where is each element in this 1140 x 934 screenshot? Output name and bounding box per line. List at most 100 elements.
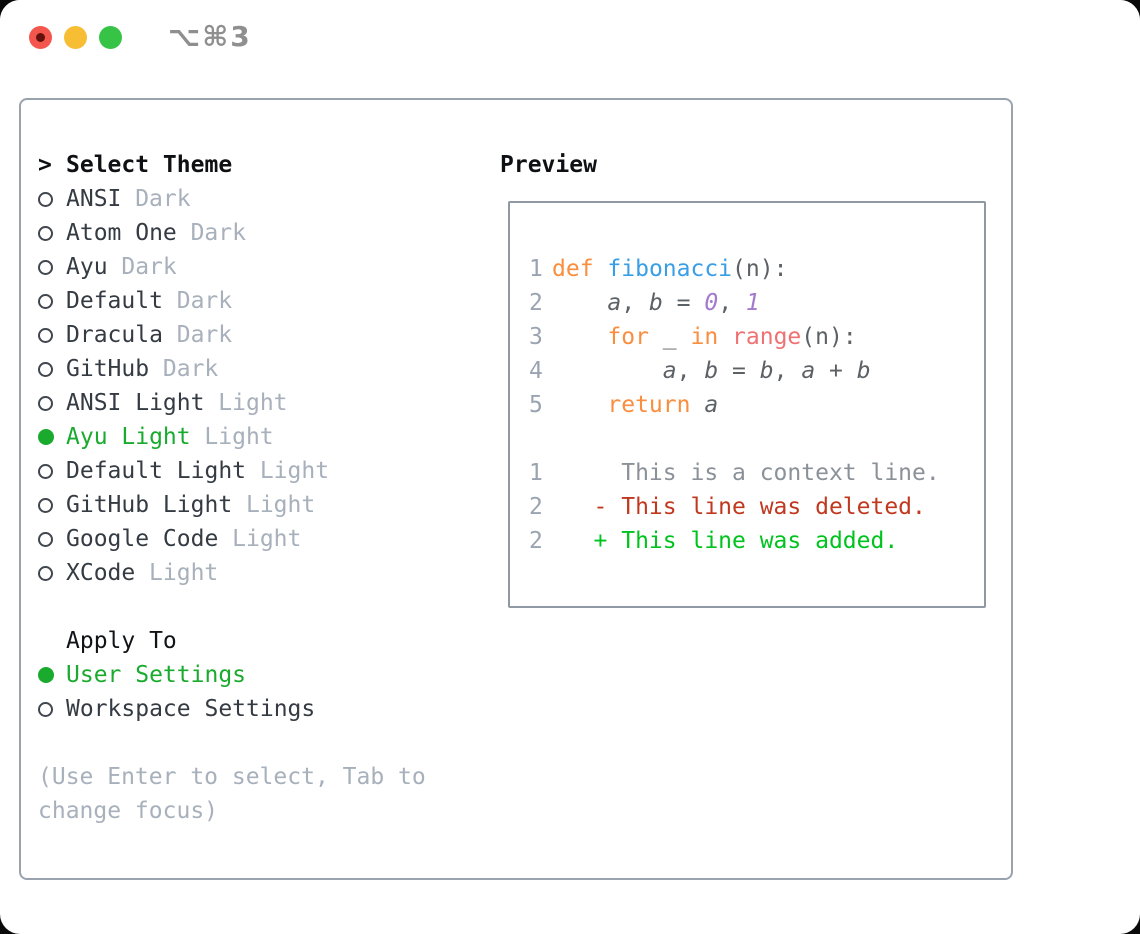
apply-to-option-label: User Settings	[66, 662, 247, 688]
code-token: 0	[704, 290, 719, 316]
code-token	[552, 290, 607, 316]
apply-to-option[interactable]: Workspace Settings	[38, 692, 315, 726]
code-token: + This line was added.	[593, 528, 899, 554]
apply-to-option[interactable]: User Settings	[38, 658, 315, 692]
line-number: 2	[529, 290, 543, 316]
code-token: a	[801, 358, 816, 384]
radio-unselected-icon	[38, 531, 66, 547]
code-line: 4 a, b = b, a + b	[529, 354, 984, 388]
radio-unselected-icon	[38, 701, 66, 717]
code-line: 1 This is a context line.	[529, 456, 984, 490]
theme-option-name: ANSI	[66, 186, 122, 212]
radio-unselected-icon	[38, 327, 66, 343]
theme-option[interactable]: Google Code Light	[38, 522, 329, 556]
code-token	[552, 528, 594, 554]
theme-option[interactable]: Ayu Light Light	[38, 420, 329, 454]
code-line: 3 for _ in range(n):	[529, 320, 984, 354]
radio-unselected-icon	[38, 395, 66, 411]
theme-option[interactable]: GitHub Dark	[38, 352, 329, 386]
theme-option[interactable]: Default Light Light	[38, 454, 329, 488]
code-token: for	[607, 324, 649, 350]
code-token: ,	[621, 290, 649, 316]
line-number: 5	[529, 392, 543, 418]
theme-option[interactable]: ANSI Dark	[38, 182, 329, 216]
apply-to-option-label: Workspace Settings	[66, 696, 316, 722]
code-line: 2 - This line was deleted.	[529, 490, 984, 524]
code-token	[594, 256, 608, 282]
code-line: 2 a, b = 0, 1	[529, 286, 984, 320]
theme-option-name: Dracula	[66, 322, 163, 348]
keyboard-hint: (Use Enter to select, Tab to change focu…	[38, 764, 426, 824]
theme-option-name: Ayu	[66, 254, 108, 280]
line-number: 1	[529, 460, 543, 486]
theme-option-variant: Dark	[176, 322, 233, 348]
code-token: (n):	[732, 256, 788, 282]
code-line	[529, 422, 984, 456]
code-token: 1	[745, 290, 760, 316]
theme-list-title: Select Theme	[66, 152, 233, 178]
code-token: fibonacci	[607, 256, 733, 282]
line-number: 3	[529, 324, 543, 350]
radio-unselected-icon	[38, 497, 66, 513]
zoom-button[interactable]	[99, 26, 122, 49]
radio-selected-icon	[38, 429, 66, 445]
code-token: (n):	[801, 324, 857, 350]
theme-list-header: > Select Theme	[38, 148, 329, 182]
close-button[interactable]	[29, 26, 52, 49]
radio-unselected-icon	[38, 463, 66, 479]
radio-unselected-icon	[38, 361, 66, 377]
theme-option-name: GitHub Light	[66, 492, 233, 518]
minimize-button[interactable]	[64, 26, 87, 49]
theme-option-variant: Light	[259, 458, 330, 484]
code-token	[552, 494, 594, 520]
code-token: This is a context line.	[552, 460, 940, 486]
theme-option-name: Ayu Light	[66, 424, 191, 450]
code-token: b	[704, 358, 719, 384]
code-token	[690, 392, 704, 418]
preview-header-row: Preview	[500, 148, 597, 182]
theme-option-name: GitHub	[66, 356, 150, 382]
apply-to-header-row: Apply To	[38, 624, 315, 658]
theme-option-name: Default Light	[66, 458, 247, 484]
theme-option-variant: Dark	[190, 220, 246, 246]
radio-unselected-icon	[38, 191, 66, 207]
theme-option-variant: Light	[204, 424, 274, 450]
line-number: 1	[529, 256, 543, 282]
theme-option-name: Google Code	[66, 526, 219, 552]
code-token: b	[759, 358, 774, 384]
code-token	[552, 358, 663, 384]
theme-option-variant: Light	[232, 526, 302, 552]
code-line: 2 + This line was added.	[529, 524, 984, 558]
theme-option[interactable]: Dracula Dark	[38, 318, 329, 352]
theme-option-variant: Dark	[135, 186, 191, 212]
apply-to-title: Apply To	[66, 628, 177, 654]
line-number: 2	[529, 494, 543, 520]
theme-option-name: Default	[66, 288, 163, 314]
theme-option-variant: Dark	[162, 356, 219, 382]
code-token: - This line was deleted.	[593, 494, 926, 520]
preview-title: Preview	[500, 152, 597, 178]
code-token	[552, 392, 607, 418]
code-token: a	[662, 358, 677, 384]
line-number: 4	[529, 358, 543, 384]
code-token: return	[607, 392, 691, 418]
radio-unselected-icon	[38, 293, 66, 309]
theme-option[interactable]: Ayu Dark	[38, 250, 329, 284]
traffic-lights	[29, 26, 122, 49]
theme-option-variant: Light	[149, 560, 219, 586]
code-token: range	[732, 324, 802, 350]
line-number: 2	[529, 528, 543, 554]
window-title: ⌥⌘3	[168, 20, 252, 53]
theme-option-variant: Dark	[121, 254, 177, 280]
